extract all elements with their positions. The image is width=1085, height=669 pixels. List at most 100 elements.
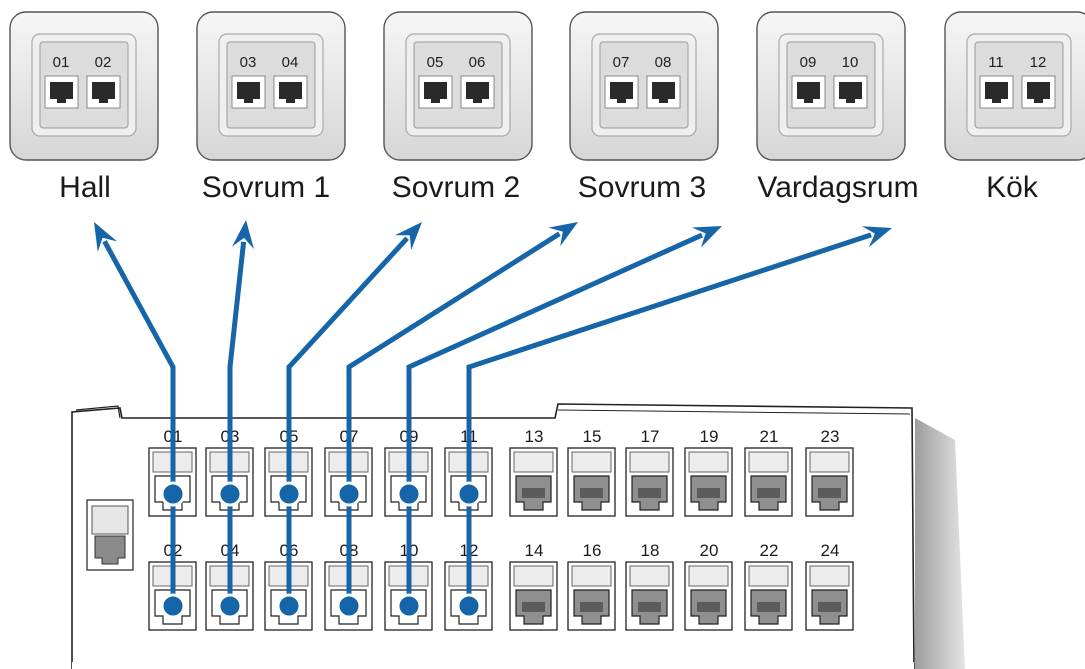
rj45-socket-icon [839, 82, 862, 103]
patch-port [625, 447, 674, 517]
socket-contacts [818, 488, 841, 498]
arrow-head-icon [94, 222, 118, 252]
patch-port [567, 561, 616, 631]
port-number-top: 23 [821, 427, 840, 446]
patch-panel-tab [75, 405, 121, 419]
cable-line [227, 241, 247, 606]
outlet-port-number: 02 [95, 54, 112, 71]
connection-dot [336, 481, 362, 507]
rj45-socket-icon [610, 82, 633, 103]
outlet-sovrum-1: 03 04 [196, 11, 346, 161]
arrow-head-icon [691, 226, 722, 248]
patch-port-label-area [748, 451, 789, 473]
socket-contacts [580, 602, 603, 612]
cable-sovrum-2 [276, 222, 422, 619]
patch-port [509, 561, 558, 631]
port-number-bottom: 20 [700, 541, 719, 560]
patch-port-label-area [809, 565, 850, 587]
patch-port [625, 561, 674, 631]
cable-line [286, 236, 409, 606]
uplink-port [86, 499, 134, 571]
cable-sovrum-1 [217, 220, 254, 619]
outlet-port-number: 09 [800, 54, 817, 71]
port-number-top: 19 [700, 427, 719, 446]
arrow-head-icon [394, 222, 422, 251]
cable-line [406, 232, 703, 606]
rj45-socket-icon [92, 82, 115, 103]
connection-dot [160, 481, 186, 507]
port-number-bottom: 22 [760, 541, 779, 560]
port-number-top: 21 [760, 427, 779, 446]
patch-port-label-area [688, 565, 729, 587]
connection-dot [396, 593, 422, 619]
arrow-head-icon [861, 226, 892, 248]
patch-port-label-area [688, 451, 729, 473]
cable-line [466, 232, 872, 606]
connection-dot [396, 481, 422, 507]
patch-port [509, 447, 558, 517]
rj45-socket-icon [50, 82, 73, 103]
rj45-socket-icon [279, 82, 302, 103]
port-number-bottom: 18 [641, 541, 660, 560]
outlet-port-number: 01 [53, 54, 70, 71]
rj45-socket-icon [424, 82, 447, 103]
connection-dot [456, 593, 482, 619]
socket-contacts [697, 488, 720, 498]
patch-port-label-area [513, 451, 554, 473]
patch-port [744, 561, 793, 631]
patch-port [744, 447, 793, 517]
cable-line [102, 240, 176, 606]
room-label: Vardagsrum [757, 171, 918, 204]
patch-panel-shadow [915, 418, 965, 669]
connection-dot [456, 481, 482, 507]
outlet-port-number: 03 [240, 54, 257, 71]
room-label: Sovrum 2 [392, 171, 520, 204]
outlet-hall: 01 02 [9, 11, 159, 161]
rj45-socket-icon [985, 82, 1008, 103]
patch-port [805, 561, 854, 631]
patch-port [684, 447, 733, 517]
socket-contacts [522, 488, 545, 498]
cable-sovrum-3 [336, 222, 578, 619]
socket-contacts [818, 602, 841, 612]
socket-contacts [638, 602, 661, 612]
port-number-top: 17 [641, 427, 660, 446]
connection-dot [276, 481, 302, 507]
outlet-port-number: 05 [427, 54, 444, 71]
connection-dot [336, 593, 362, 619]
socket-contacts [697, 602, 720, 612]
rj45-socket-icon [652, 82, 675, 103]
patch-port-label-area [571, 565, 612, 587]
outlet-port-number: 11 [988, 54, 1004, 71]
socket-contacts [580, 488, 603, 498]
port-number-top: 15 [583, 427, 602, 446]
connection-dot [217, 481, 243, 507]
cable-hall [94, 222, 186, 619]
patch-port [567, 447, 616, 517]
cable-k-k [456, 226, 892, 619]
room-label: Hall [59, 171, 111, 204]
patch-port-label-area [629, 451, 670, 473]
connection-dot [276, 593, 302, 619]
outlet-sovrum-3: 07 08 [569, 11, 719, 161]
socket-contacts [522, 602, 545, 612]
port-number-bottom: 14 [525, 541, 544, 560]
outlet-port-number: 07 [613, 54, 630, 71]
port-number-top: 13 [525, 427, 544, 446]
socket-contacts [638, 488, 661, 498]
outlet-port-number: 04 [282, 54, 299, 71]
connection-dot [217, 593, 243, 619]
patch-port-label-area [809, 451, 850, 473]
socket-contacts [757, 488, 780, 498]
outlet-port-number: 06 [469, 54, 486, 71]
outlet-port-number: 12 [1030, 54, 1047, 71]
rj45-socket-icon [466, 82, 489, 103]
patch-port [805, 447, 854, 517]
connection-dot [160, 593, 186, 619]
outlet-port-number: 08 [655, 54, 672, 71]
arrow-head-icon [232, 220, 254, 250]
